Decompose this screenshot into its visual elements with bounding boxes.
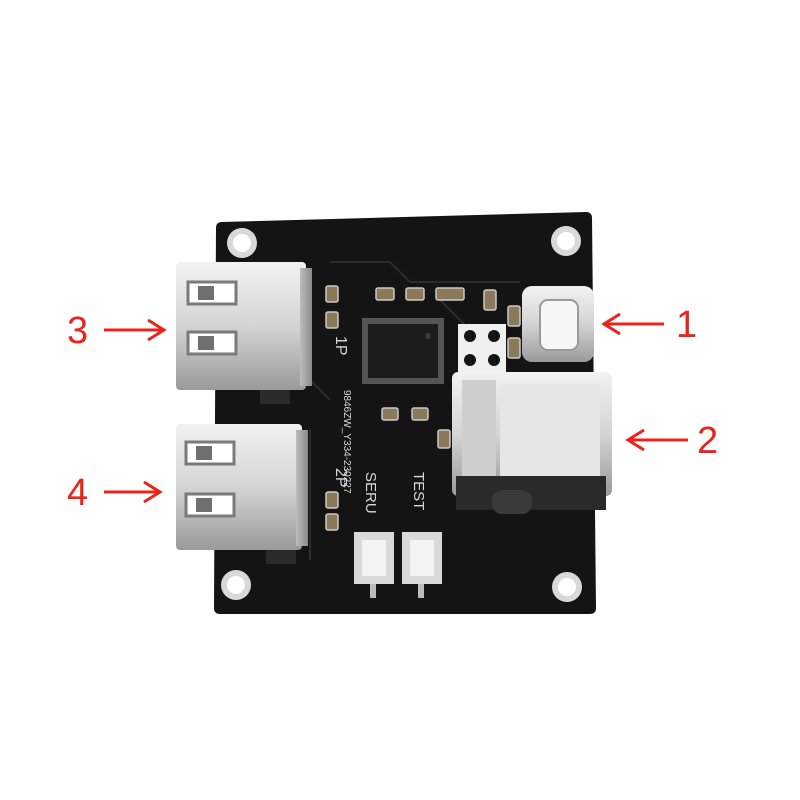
usb-b-port <box>452 372 612 514</box>
serial-code-silkscreen: 9846ZW_Y334-230227 <box>341 390 352 494</box>
button-seru <box>354 532 394 598</box>
smd-components <box>325 285 521 531</box>
callout-arrows <box>104 312 688 504</box>
arrow-1 <box>601 312 664 336</box>
button-test <box>402 532 442 598</box>
arrow-2 <box>625 428 688 452</box>
callout-label-3: 3 <box>67 310 89 352</box>
callout-label-1: 1 <box>676 304 698 346</box>
jumper-pads <box>458 324 506 372</box>
usb-c-port <box>522 286 594 362</box>
callout-label-4: 4 <box>67 472 89 514</box>
usb-a-port-1p <box>176 262 312 404</box>
controller-chip <box>362 318 444 384</box>
button2-silkscreen-label: TEST <box>410 472 427 510</box>
button1-silkscreen-label: SERU <box>362 472 379 514</box>
arrow-3 <box>104 318 167 342</box>
mounting-holes <box>221 226 582 602</box>
port2-silkscreen-label: 2P <box>332 468 349 488</box>
arrow-4 <box>104 480 163 504</box>
usb-a-port-2p <box>176 424 308 564</box>
port1-silkscreen-label: 1P <box>332 336 349 356</box>
callout-label-2: 2 <box>697 420 719 462</box>
